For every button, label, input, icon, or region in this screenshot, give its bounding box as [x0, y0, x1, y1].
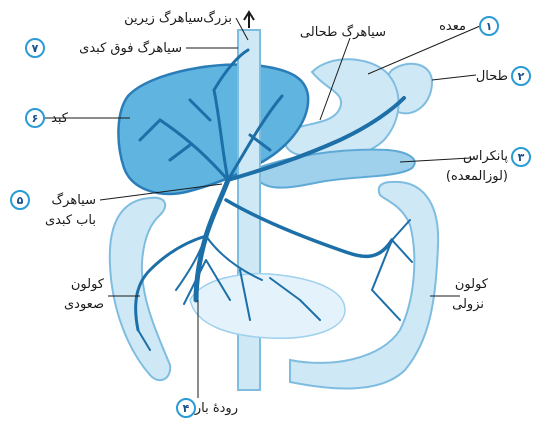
label-liver: کبد — [51, 111, 69, 126]
svg-text:۷: ۷ — [32, 42, 39, 55]
svg-text:۶: ۶ — [32, 112, 39, 125]
badge-hepatic-vein: ۷ — [26, 39, 44, 57]
label-pancreas-alt: (لوزالمعده) — [446, 169, 508, 184]
label-stomach: معده — [439, 19, 466, 34]
label-ascending-colon-1: کولون — [71, 277, 105, 292]
label-portal-vein-1: سیاهرگ — [52, 191, 96, 208]
label-descending-colon-2: نزولی — [452, 297, 484, 312]
label-spleen: طحال — [476, 69, 508, 84]
svg-text:۱: ۱ — [486, 20, 493, 33]
label-descending-colon-1: کولون — [455, 277, 489, 292]
svg-text:۳: ۳ — [518, 151, 525, 164]
svg-text:۵: ۵ — [17, 194, 24, 207]
badge-portal-vein: ۵ — [11, 191, 29, 209]
label-pancreas: پانکراس — [463, 149, 508, 164]
badge-spleen: ۲ — [512, 67, 530, 85]
label-splenic-vein: سیاهرگ طحالی — [300, 23, 386, 40]
up-arrow-icon — [244, 12, 254, 28]
badge-small-intestine: ۴ — [177, 399, 195, 417]
small-intestine — [190, 274, 345, 339]
svg-text:۲: ۲ — [518, 70, 525, 83]
label-inferior-vena-cava: بزرگ‌سیاهرگ زیرین — [124, 9, 232, 26]
badge-stomach: ۱ — [480, 17, 498, 35]
label-hepatic-vein: سیاهرگ فوق کبدی — [79, 39, 182, 56]
svg-text:۴: ۴ — [183, 402, 190, 415]
label-portal-vein-2: باب کبدی — [45, 213, 96, 228]
badge-liver: ۶ — [26, 109, 44, 127]
badge-pancreas: ۳ — [512, 148, 530, 166]
label-ascending-colon-2: صعودی — [64, 297, 104, 312]
